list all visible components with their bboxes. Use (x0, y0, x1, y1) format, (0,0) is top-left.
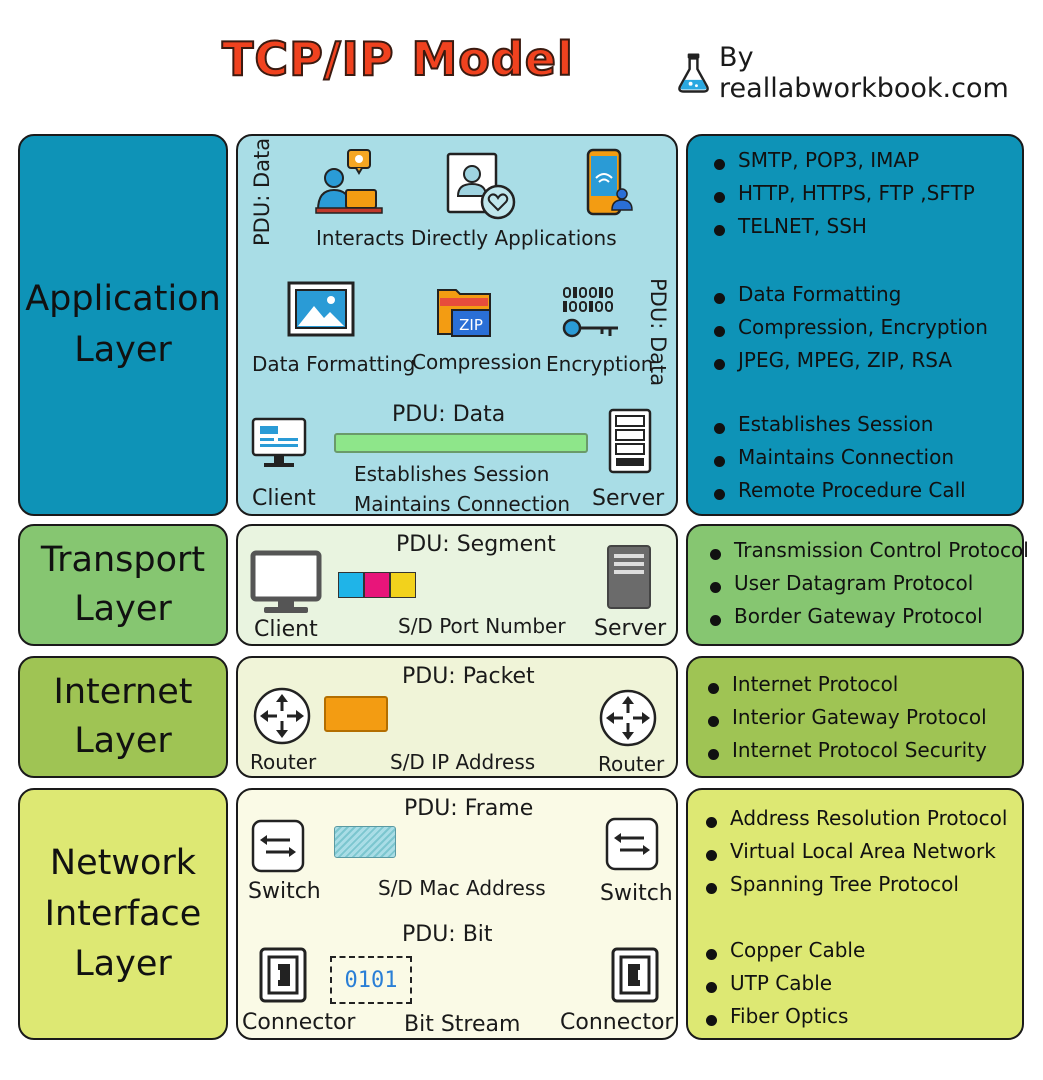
session-bar (334, 433, 588, 453)
network-interface-protocol-list-box: Address Resolution Protocol Virtual Loca… (686, 788, 1024, 1040)
transport-layer-name: Transport Layer (40, 540, 206, 629)
internet-router-left-label: Router (250, 750, 317, 774)
server-icon (607, 545, 651, 609)
connector-icon (259, 947, 307, 1003)
document-heart-icon (446, 152, 516, 220)
switch-icon (251, 819, 305, 873)
bit-stream-value: 0101 (344, 967, 398, 993)
protocol-item: Maintains Connection (710, 445, 988, 478)
flask-icon (678, 53, 709, 93)
protocol-item: Data Formatting (710, 282, 988, 315)
client-monitor-icon (251, 417, 307, 467)
network-interface-protocol-list: Address Resolution Protocol Virtual Loca… (702, 806, 1007, 1037)
packet-block (324, 696, 388, 732)
protocol-item: Remote Procedure Call (710, 478, 988, 511)
application-pdu-label-left: PDU: Data (250, 137, 274, 246)
phone-user-icon (586, 148, 633, 216)
data-formatting-label: Data Formatting (252, 352, 416, 376)
protocol-item: Spanning Tree Protocol (702, 872, 1007, 905)
switch-icon (605, 817, 659, 871)
internet-pdu-label: PDU: Packet (402, 664, 535, 689)
protocol-item: HTTP, HTTPS, FTP ,SFTP (710, 181, 988, 214)
encryption-label: Encryption (546, 352, 654, 376)
port-number-blocks (338, 572, 416, 598)
network-interface-layer-name-box: Network Interface Layer (18, 788, 228, 1040)
image-frame-icon (287, 281, 355, 337)
bit-stream-label: Bit Stream (404, 1012, 521, 1037)
protocol-item: Address Resolution Protocol (702, 806, 1007, 839)
byline-text: By reallabworkbook.com (719, 42, 1009, 104)
maintains-connection-label: Maintains Connection (354, 492, 571, 516)
internet-layer-name: Internet Layer (53, 672, 193, 761)
internet-protocol-list-box: Internet Protocol Interior Gateway Proto… (686, 656, 1024, 778)
port-block-magenta (364, 572, 390, 598)
ip-address-label: S/D IP Address (390, 750, 536, 774)
protocol-item: Internet Protocol Security (704, 738, 987, 771)
protocol-item: Transmission Control Protocol (706, 538, 1029, 571)
internet-protocol-list: Internet Protocol Interior Gateway Proto… (704, 672, 987, 771)
protocol-item: Establishes Session (710, 412, 988, 445)
bit-pdu-label: PDU: Bit (402, 922, 493, 947)
zip-folder-icon: ZIP (437, 289, 491, 337)
router-icon (253, 687, 311, 745)
interacts-directly-label: Interacts Directly Applications (316, 226, 617, 250)
protocol-item: Internet Protocol (704, 672, 987, 705)
establishes-session-label: Establishes Session (354, 462, 550, 486)
page-title: TCP/IP Model (221, 31, 574, 87)
application-layer-name-box: Application Layer (18, 134, 228, 516)
frame-block (334, 826, 396, 858)
transport-layer-diagram: PDU: Segment Client S/D Port Number Serv… (236, 524, 678, 646)
bit-stream-box: 0101 (330, 956, 412, 1004)
transport-protocol-list: Transmission Control Protocol User Datag… (706, 538, 1029, 637)
mac-address-label: S/D Mac Address (378, 876, 546, 900)
frame-pdu-label: PDU: Frame (404, 796, 534, 821)
protocol-item: SMTP, POP3, IMAP (710, 148, 988, 181)
connector-right-label: Connector (560, 1010, 674, 1035)
protocol-item: Fiber Optics (702, 1004, 1007, 1037)
protocol-item: User Datagram Protocol (706, 571, 1029, 604)
port-block-yellow (390, 572, 416, 598)
transport-pdu-label: PDU: Segment (396, 532, 556, 557)
connector-icon (611, 947, 659, 1003)
protocol-item: Compression, Encryption (710, 315, 988, 348)
user-laptop-icon (315, 149, 383, 214)
compression-label: Compression (412, 350, 542, 374)
application-protocol-list-box: SMTP, POP3, IMAP HTTP, HTTPS, FTP ,SFTP … (686, 134, 1024, 516)
protocol-item: JPEG, MPEG, ZIP, RSA (710, 348, 988, 381)
protocol-item: TELNET, SSH (710, 214, 988, 247)
application-server-label: Server (592, 486, 665, 511)
application-protocol-list: SMTP, POP3, IMAP HTTP, HTTPS, FTP ,SFTP … (710, 148, 988, 511)
application-pdu-label-right: PDU: Data (646, 278, 670, 387)
transport-layer-name-box: Transport Layer (18, 524, 228, 646)
client-monitor-icon (250, 550, 322, 613)
port-number-label: S/D Port Number (398, 614, 566, 638)
router-icon (599, 689, 657, 747)
connector-left-label: Connector (242, 1010, 356, 1035)
byline: By reallabworkbook.com (676, 42, 1043, 104)
protocol-item: UTP Cable (702, 971, 1007, 1004)
application-layer-name: Application Layer (25, 279, 221, 370)
protocol-item: Copper Cable (702, 938, 1007, 971)
application-pdu-label-session: PDU: Data (392, 402, 506, 427)
protocol-item: Virtual Local Area Network (702, 839, 1007, 872)
internet-layer-name-box: Internet Layer (18, 656, 228, 778)
application-client-label: Client (252, 486, 316, 511)
server-rack-icon (608, 408, 652, 474)
zip-label: ZIP (459, 316, 483, 334)
internet-layer-diagram: PDU: Packet Router S/D IP Address Router (236, 656, 678, 778)
switch-left-label: Switch (248, 879, 321, 904)
port-block-cyan (338, 572, 364, 598)
encryption-key-icon (562, 287, 618, 338)
application-layer-diagram: PDU: Data Interacts Directly Application… (236, 134, 678, 516)
switch-right-label: Switch (600, 881, 673, 906)
transport-server-label: Server (594, 616, 667, 641)
transport-protocol-list-box: Transmission Control Protocol User Datag… (686, 524, 1029, 646)
protocol-item: Border Gateway Protocol (706, 604, 1029, 637)
internet-router-right-label: Router (598, 752, 665, 776)
network-interface-layer-diagram: PDU: Frame Switch S/D Mac Address Switch… (236, 788, 678, 1040)
transport-client-label: Client (254, 617, 318, 642)
protocol-item: Interior Gateway Protocol (704, 705, 987, 738)
network-interface-layer-name: Network Interface Layer (44, 842, 202, 985)
